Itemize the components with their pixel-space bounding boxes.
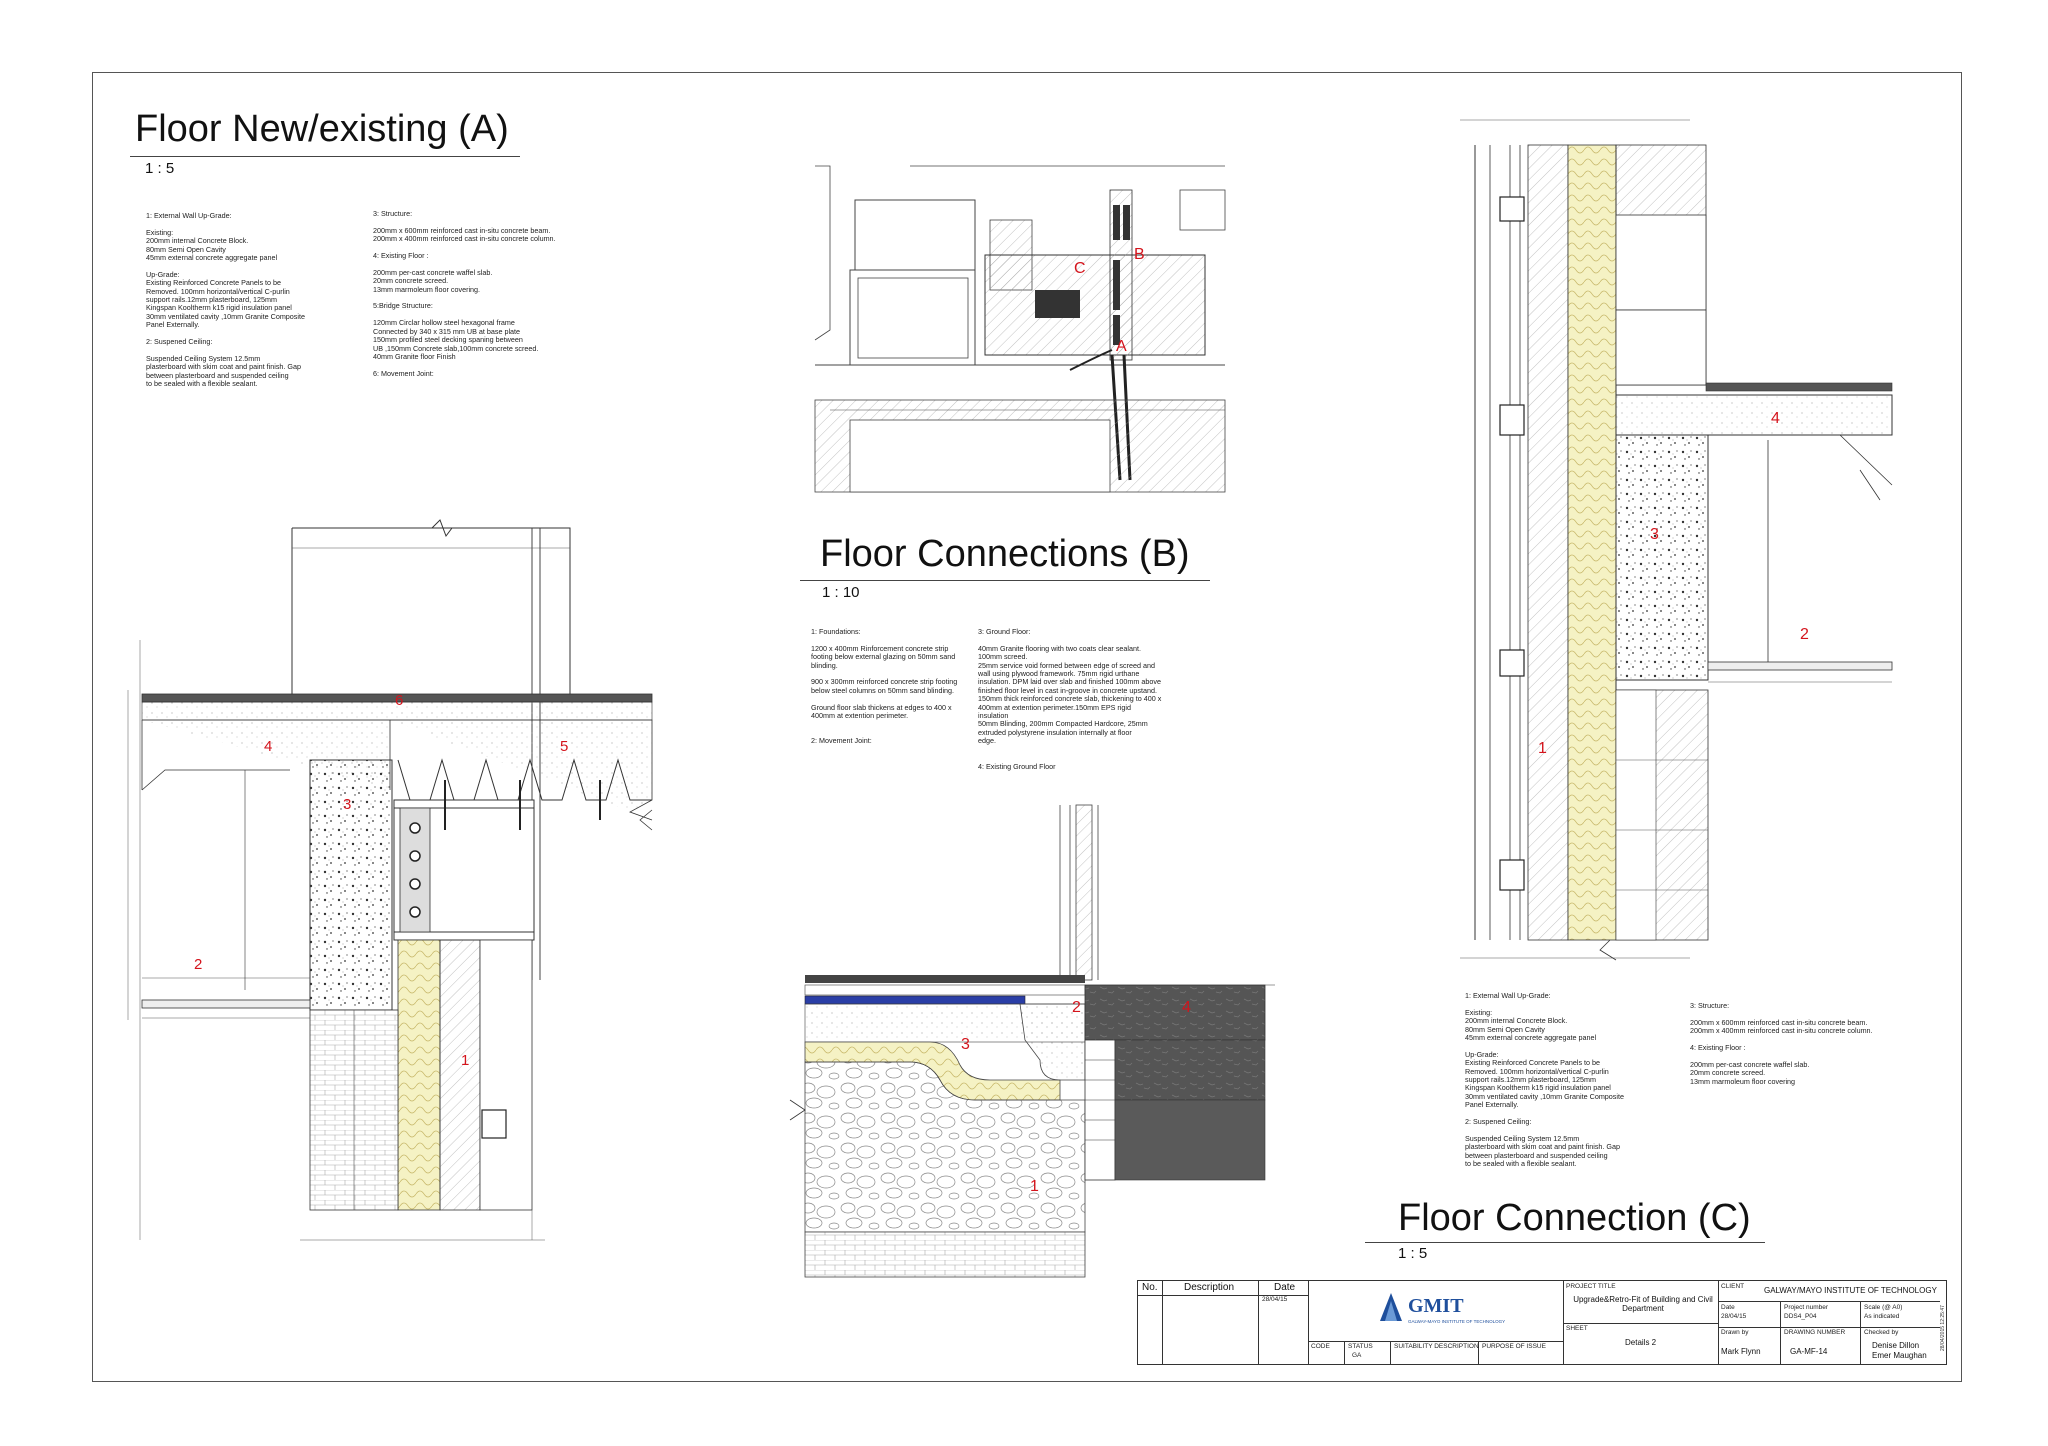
view-a-title-rule	[130, 156, 520, 157]
revision-header-description: Description	[1184, 1282, 1235, 1293]
print-timestamp: 28/04/2015 12:25:47	[1940, 1305, 1946, 1351]
view-b-notes-right: 3: Ground Floor: 40mm Granite flooring w…	[978, 627, 1162, 771]
sheet-label: SHEET	[1566, 1325, 1588, 1332]
view-c-marker-4: 4	[1771, 410, 1780, 427]
date-label: Date	[1721, 1304, 1735, 1311]
view-c-marker-1: 1	[1538, 740, 1547, 757]
view-b-scale: 1 : 10	[822, 584, 860, 601]
client-cell: CLIENT GALWAY/MAYO INSTITUTE OF TECHNOLO…	[1718, 1281, 1940, 1302]
sheet-value: Details 2	[1625, 1338, 1657, 1347]
view-a-title: Floor New/existing (A)	[135, 108, 509, 150]
scale-value: As indicated	[1864, 1313, 1900, 1320]
view-c-notes-right: 3: Structure: 200mm x 600mm reinforced c…	[1690, 1001, 1873, 1086]
status-value: GA	[1352, 1352, 1362, 1359]
view-b-marker-4: 4	[1182, 999, 1191, 1016]
view-b-notes-left: 1: Foundations: 1200 x 400mm Rinforcemen…	[811, 627, 958, 746]
view-a-marker-5: 5	[560, 738, 569, 755]
view-c-marker-2: 2	[1800, 626, 1809, 643]
view-c-scale: 1 : 5	[1398, 1245, 1428, 1262]
view-b-plan-marker-c: C	[1074, 260, 1086, 277]
logo-subtext: GALWAY-MAYO INSTITUTE OF TECHNOLOGY	[1408, 1319, 1506, 1324]
view-a-marker-2: 2	[194, 956, 203, 973]
view-a-scale: 1 : 5	[145, 160, 175, 177]
checked-by-2: Emer Maughan	[1872, 1351, 1927, 1360]
drawing-number-value: GA-MF-14	[1790, 1347, 1828, 1356]
view-a-marker-1: 1	[461, 1052, 470, 1069]
client-label: CLIENT	[1721, 1283, 1745, 1290]
view-c-title-rule	[1365, 1242, 1765, 1243]
checked-by-label: Checked by	[1864, 1329, 1899, 1336]
logo-text: GMIT	[1408, 1295, 1464, 1317]
view-b-marker-3: 3	[961, 1036, 970, 1053]
logo-area: GMIT GALWAY-MAYO INSTITUTE OF TECHNOLOGY	[1308, 1281, 1564, 1342]
view-a-notes-left: 1: External Wall Up-Grade: Existing: 200…	[146, 211, 305, 389]
code-label: CODE	[1311, 1343, 1330, 1350]
view-b-plan-marker-a: A	[1116, 338, 1127, 355]
date-row: Date 28/04/15 Project number DDS4_P04 Sc…	[1718, 1301, 1940, 1328]
revision-date: 28/04/15	[1262, 1296, 1288, 1303]
project-number-value: DDS4_P04	[1784, 1313, 1817, 1320]
project-title-cell: PROJECT TITLE Upgrade&Retro-Fit of Build…	[1563, 1281, 1719, 1324]
view-a-marker-6: 6	[395, 692, 404, 709]
revision-table: No. Description Date 28/04/15	[1138, 1281, 1309, 1364]
drawing-number-label: DRAWING NUMBER	[1784, 1329, 1846, 1336]
view-b-title-rule	[800, 580, 1210, 581]
view-b-marker-1: 1	[1030, 1178, 1039, 1195]
date-value: 28/04/15	[1721, 1313, 1747, 1320]
drawn-by-value: Mark Flynn	[1721, 1347, 1761, 1356]
code-row: CODE STATUS GA SUITABILITY DESCRIPTION P…	[1308, 1341, 1564, 1364]
view-c-marker-3: 3	[1650, 526, 1659, 543]
drawn-by-label: Drawn by	[1721, 1329, 1749, 1336]
project-title-value: Upgrade&Retro-Fit of Building and Civil …	[1573, 1295, 1713, 1313]
view-b-plan-marker-b: B	[1134, 246, 1145, 263]
revision-header-date: Date	[1274, 1282, 1296, 1293]
view-b-marker-2: 2	[1072, 999, 1081, 1016]
status-label: STATUS	[1348, 1343, 1373, 1350]
checked-by-1: Denise Dillon	[1872, 1341, 1920, 1350]
gmit-logo-icon	[1380, 1293, 1402, 1321]
sheet-cell: SHEET Details 2	[1563, 1323, 1719, 1364]
view-a-marker-3: 3	[343, 796, 352, 813]
view-c-notes-left: 1: External Wall Up-Grade: Existing: 200…	[1465, 991, 1624, 1169]
view-b-title: Floor Connections (B)	[820, 533, 1190, 575]
view-c-title: Floor Connection (C)	[1398, 1197, 1751, 1239]
purpose-label: PURPOSE OF ISSUE	[1482, 1343, 1546, 1350]
project-title-label: PROJECT TITLE	[1566, 1283, 1616, 1290]
drawing-sheet-border	[92, 72, 1962, 1382]
revision-header-no: No.	[1142, 1282, 1158, 1293]
client-value: GALWAY/MAYO INSTITUTE OF TECHNOLOGY	[1764, 1286, 1937, 1295]
project-number-label: Project number	[1784, 1304, 1829, 1311]
suitability-label: SUITABILITY DESCRIPTION	[1394, 1343, 1479, 1350]
scale-label: Scale (@ A0)	[1864, 1304, 1903, 1311]
view-a-notes-right: 3: Structure: 200mm x 600mm reinforced c…	[373, 209, 556, 378]
title-block: No. Description Date 28/04/15 GMIT GALWA…	[1137, 1280, 1947, 1365]
drawn-row: Drawn by Mark Flynn DRAWING NUMBER GA-MF…	[1718, 1327, 1940, 1364]
view-a-marker-4: 4	[264, 738, 273, 755]
